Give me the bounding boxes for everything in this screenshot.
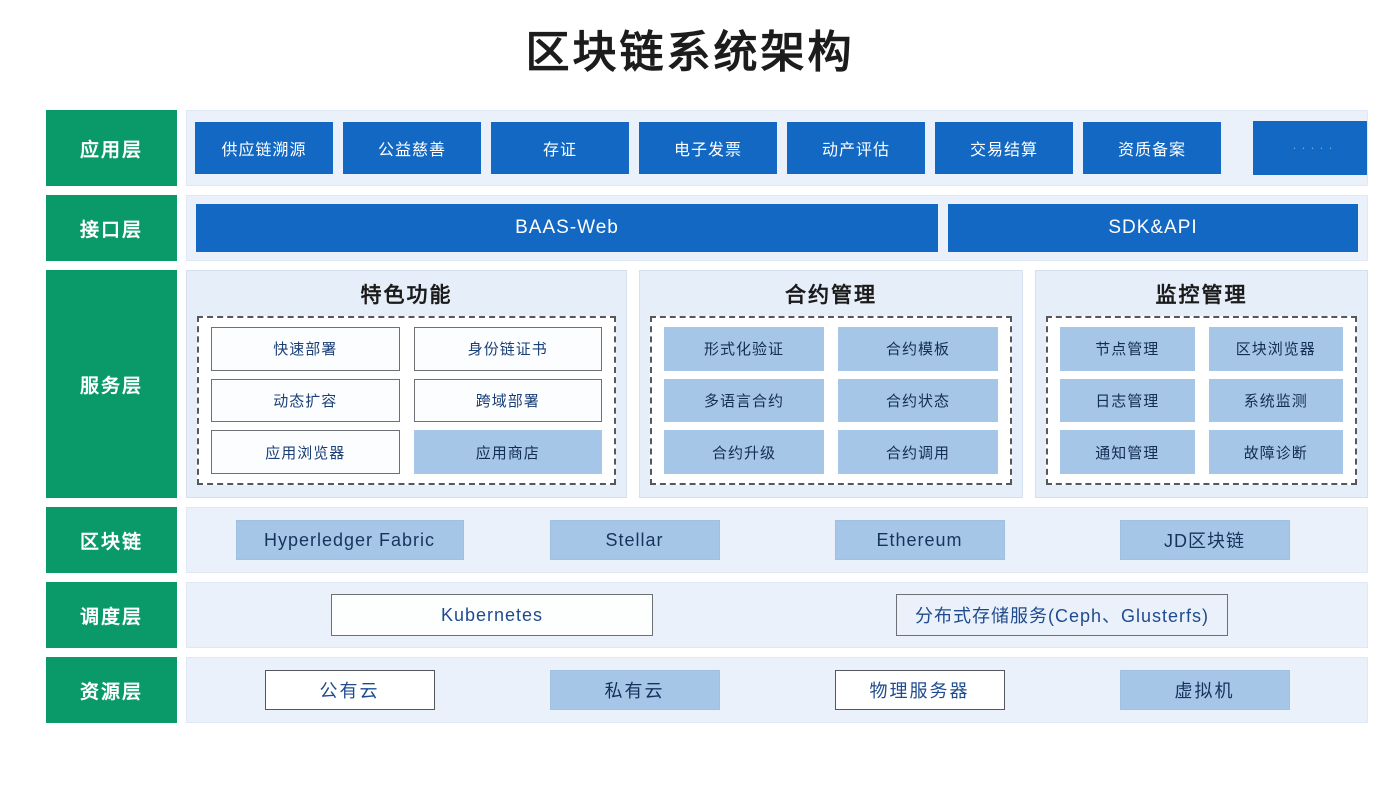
svc-chip-app-store[interactable]: 应用商店: [413, 430, 602, 474]
layer-row-service: 服务层 特色功能 快速部署 身份链证书 动态扩容 跨域部署 应用浏览器 应用商店…: [46, 270, 1368, 498]
layer-row-blockchain: 区块链 Hyperledger Fabric Stellar Ethereum …: [46, 507, 1368, 573]
res-chip-virtual-machine[interactable]: 虚拟机: [1119, 670, 1290, 710]
service-group-monitoring: 监控管理 节点管理 区块浏览器 日志管理 系统监测 通知管理 故障诊断: [1035, 270, 1368, 498]
layer-label-resource: 资源层: [46, 657, 177, 723]
layer-row-application: 应用层 供应链溯源 公益慈善 存证 电子发票 动产评估 交易结算 资质备案 · …: [46, 110, 1368, 186]
resource-layer-body: 公有云 私有云 物理服务器 虚拟机: [186, 657, 1368, 723]
application-layer-body: 供应链溯源 公益慈善 存证 电子发票 动产评估 交易结算 资质备案 · · · …: [186, 110, 1368, 186]
resource-cell-2: 物理服务器: [777, 670, 1062, 710]
svc-chip-block-explorer[interactable]: 区块浏览器: [1208, 327, 1343, 371]
group-title-contract: 合约管理: [785, 283, 877, 307]
svc-chip-fault-diagnosis[interactable]: 故障诊断: [1208, 430, 1343, 474]
chain-chip-jd-blockchain[interactable]: JD区块链: [1119, 520, 1290, 560]
blockchain-cell-3: JD区块链: [1062, 520, 1347, 560]
app-chip-evidence[interactable]: 存证: [491, 122, 629, 174]
app-chip-e-invoice[interactable]: 电子发票: [639, 122, 777, 174]
svc-chip-notification-management[interactable]: 通知管理: [1060, 430, 1195, 474]
page-title: 区块链系统架构: [525, 27, 855, 78]
app-chip-qualification-filing[interactable]: 资质备案: [1083, 122, 1221, 174]
chain-chip-hyperledger-fabric[interactable]: Hyperledger Fabric: [235, 520, 464, 560]
chain-chip-ethereum[interactable]: Ethereum: [834, 520, 1005, 560]
layer-label-service: 服务层: [46, 270, 177, 498]
service-group-features: 特色功能 快速部署 身份链证书 动态扩容 跨域部署 应用浏览器 应用商店: [186, 270, 627, 498]
blockchain-cell-0: Hyperledger Fabric: [207, 520, 492, 560]
group-inner-contract: 形式化验证 合约模板 多语言合约 合约状态 合约升级 合约调用: [650, 316, 1012, 485]
layer-label-interface: 接口层: [46, 195, 177, 261]
service-group-contract: 合约管理 形式化验证 合约模板 多语言合约 合约状态 合约升级 合约调用: [639, 270, 1023, 498]
scheduling-cell-0: Kubernetes: [207, 594, 777, 636]
svc-chip-identity-cert[interactable]: 身份链证书: [413, 327, 602, 371]
group-inner-features: 快速部署 身份链证书 动态扩容 跨域部署 应用浏览器 应用商店: [197, 316, 616, 485]
res-chip-physical-server[interactable]: 物理服务器: [834, 670, 1005, 710]
layer-row-scheduling: 调度层 Kubernetes 分布式存储服务(Ceph、Glusterfs): [46, 582, 1368, 648]
svc-chip-contract-state[interactable]: 合约状态: [838, 378, 998, 423]
svc-chip-cross-domain-deploy[interactable]: 跨域部署: [413, 378, 602, 423]
scheduling-layer-body: Kubernetes 分布式存储服务(Ceph、Glusterfs): [186, 582, 1368, 648]
blockchain-cell-1: Stellar: [492, 520, 777, 560]
group-inner-monitoring: 节点管理 区块浏览器 日志管理 系统监测 通知管理 故障诊断: [1046, 316, 1357, 485]
app-chip-asset-valuation[interactable]: 动产评估: [787, 122, 925, 174]
resource-cell-0: 公有云: [207, 670, 492, 710]
layer-label-application: 应用层: [46, 110, 177, 186]
chain-chip-stellar[interactable]: Stellar: [549, 520, 720, 560]
blockchain-cell-2: Ethereum: [777, 520, 1062, 560]
layer-label-blockchain: 区块链: [46, 507, 177, 573]
svc-chip-contract-invoke[interactable]: 合约调用: [838, 430, 998, 474]
svc-chip-formal-verification[interactable]: 形式化验证: [664, 327, 824, 371]
interface-chip-baas-web[interactable]: BAAS-Web: [196, 204, 938, 252]
layer-stack: 应用层 供应链溯源 公益慈善 存证 电子发票 动产评估 交易结算 资质备案 · …: [46, 110, 1368, 723]
svc-chip-contract-upgrade[interactable]: 合约升级: [664, 430, 824, 474]
svc-chip-multilang-contract[interactable]: 多语言合约: [664, 378, 824, 423]
svc-chip-system-monitoring[interactable]: 系统监测: [1208, 378, 1343, 423]
interface-layer-body: BAAS-Web SDK&API: [186, 195, 1368, 261]
sched-chip-distributed-storage[interactable]: 分布式存储服务(Ceph、Glusterfs): [895, 594, 1229, 636]
resource-cell-1: 私有云: [492, 670, 777, 710]
svc-chip-quick-deploy[interactable]: 快速部署: [211, 327, 400, 371]
svc-chip-app-browser[interactable]: 应用浏览器: [211, 430, 400, 474]
blockchain-layer-body: Hyperledger Fabric Stellar Ethereum JD区块…: [186, 507, 1368, 573]
app-chip-more-truncated[interactable]: · · · · ·: [1253, 121, 1367, 175]
res-chip-public-cloud[interactable]: 公有云: [264, 670, 435, 710]
layer-row-resource: 资源层 公有云 私有云 物理服务器 虚拟机: [46, 657, 1368, 723]
svc-chip-log-management[interactable]: 日志管理: [1060, 378, 1195, 423]
scheduling-cell-1: 分布式存储服务(Ceph、Glusterfs): [777, 594, 1347, 636]
interface-chip-sdk-api[interactable]: SDK&API: [948, 204, 1358, 252]
app-chip-charity[interactable]: 公益慈善: [343, 122, 481, 174]
app-chip-trade-settlement[interactable]: 交易结算: [935, 122, 1073, 174]
service-layer-body: 特色功能 快速部署 身份链证书 动态扩容 跨域部署 应用浏览器 应用商店 合约管…: [186, 270, 1368, 498]
group-title-features: 特色功能: [360, 283, 453, 307]
layer-row-interface: 接口层 BAAS-Web SDK&API: [46, 195, 1368, 261]
svc-chip-contract-template[interactable]: 合约模板: [838, 327, 998, 371]
sched-chip-kubernetes[interactable]: Kubernetes: [331, 594, 653, 636]
svc-chip-dynamic-scaling[interactable]: 动态扩容: [211, 378, 400, 423]
app-chip-supply-chain[interactable]: 供应链溯源: [195, 122, 333, 174]
svc-chip-node-management[interactable]: 节点管理: [1060, 327, 1195, 371]
res-chip-private-cloud[interactable]: 私有云: [549, 670, 720, 710]
resource-cell-3: 虚拟机: [1062, 670, 1347, 710]
group-title-monitoring: 监控管理: [1155, 283, 1248, 307]
layer-label-scheduling: 调度层: [46, 582, 177, 648]
